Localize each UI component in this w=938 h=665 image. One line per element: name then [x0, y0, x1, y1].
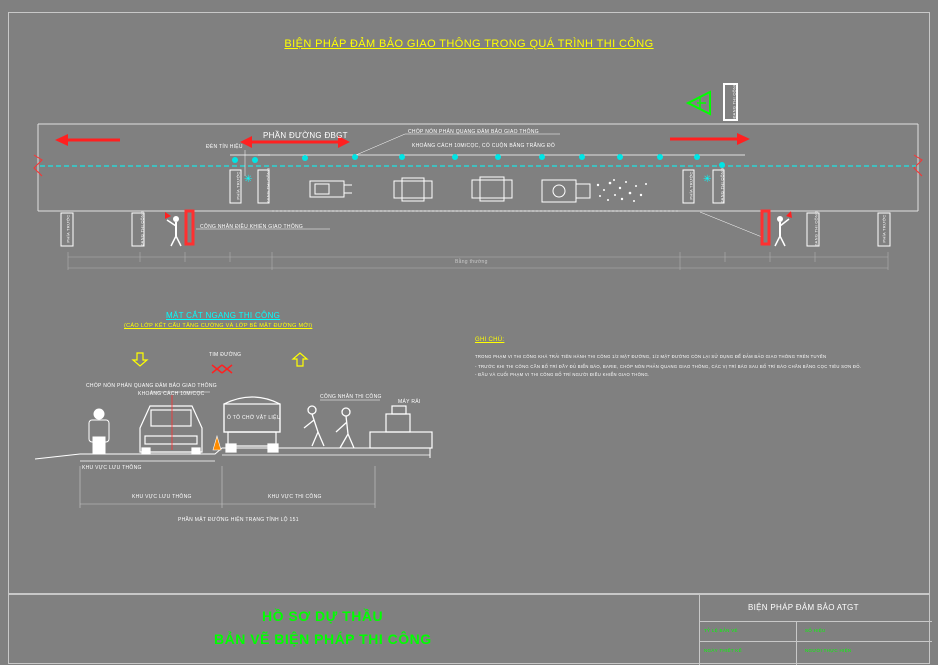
truck-icon	[223, 396, 281, 453]
flagman-icon	[760, 209, 792, 247]
centerline-label: TIM ĐƯỜNG	[209, 352, 242, 358]
sign-text: PHÍA TRƯỚC	[688, 171, 694, 200]
section-footnote: PHẦN MẶT ĐƯỜNG HIỆN TRẠNG TỈNH LỘ 151	[178, 517, 299, 523]
drawing-title: BIỆN PHÁP ĐẢM BẢO GIAO THÔNG TRONG QUÁ T…	[284, 38, 654, 50]
cone-spacing-label: KHOẢNG CÁCH 10M/CỌC, CÓ CUỘN BĂNG TRẮNG …	[412, 143, 556, 149]
sign-text: ĐANG THI CÔNG	[139, 210, 145, 247]
sign-text: PHÍA TRƯỚC	[235, 171, 241, 200]
direction-arrow-right	[670, 133, 750, 145]
construction-vehicles	[309, 176, 591, 203]
car-icon	[139, 405, 203, 455]
title-line-2: BẢN VẼ BIỆN PHÁP THI CÔNG	[214, 631, 432, 647]
notes-line: TRONG PHẠM VI THI CÔNG KHÁ TRẢI TIÊN HÀN…	[475, 354, 827, 359]
title-cell: SỐ HIỆU	[805, 628, 826, 633]
title-line-1: HỒ SƠ DỰ THẦU	[262, 608, 384, 624]
zone-work-label: KHU VỰC THI CÔNG	[268, 494, 322, 500]
notes-heading: GHI CHÚ:	[475, 337, 505, 343]
drawing-frame	[8, 12, 930, 594]
section-title: MẶT CẮT NGANG THI CÔNG	[166, 311, 281, 320]
notes-line: - TRƯỚC KHI THI CÔNG CẦN BỐ TRÍ ĐẦY ĐỦ B…	[475, 364, 862, 369]
warning-light-icon: ✳	[244, 174, 252, 185]
section-subtitle: (CÁO LỚP KẾT CẤU TĂNG CƯỜNG VÀ LỚP BÊ MẶ…	[124, 323, 313, 329]
section-cone-label: CHÓP NÓN PHẢN QUANG ĐẢM BẢO GIAO THÔNG	[86, 383, 217, 389]
machine-label: MÁY RẢI	[398, 399, 421, 405]
warning-light-icon: ✳	[703, 174, 711, 185]
worker-icon	[335, 407, 355, 449]
dimension-line	[67, 252, 889, 270]
sheet-title: BIỆN PHÁP ĐẢM BẢO ATGT	[748, 603, 859, 612]
sign-text: ĐANG THI CÔNG	[813, 210, 819, 247]
title-cell: NGƯỜI THỰC HIỆN	[805, 648, 852, 653]
cone-note-label: CHÓP NÓN PHẢN QUANG ĐẢM BẢO GIAO THÔNG	[408, 129, 539, 135]
zone-traffic-label: KHU VỰC LƯU THÔNG	[132, 494, 192, 500]
warning-light-label: ĐÈN TÍN HIỆU	[206, 144, 243, 150]
centerline-marker	[211, 364, 233, 374]
sign-text: ĐANG THI CÔNG	[265, 167, 271, 204]
plan-view: ✳ ✳	[33, 83, 923, 270]
notes-line: - ĐẦU VÀ CUỐI PHẠM VI THI CÔNG BỐ TRÍ NG…	[475, 372, 650, 377]
traffic-cone-row	[232, 154, 725, 168]
road-signs	[60, 83, 891, 247]
warning-triangle-icon	[685, 90, 711, 116]
flagman-icon	[165, 209, 195, 247]
title-block-info	[699, 595, 932, 665]
truck-label: Ô TÔ CHỞ VẬT LIỆU	[227, 415, 281, 421]
direction-arrow-double	[240, 136, 350, 148]
direction-arrow-left	[55, 134, 120, 146]
cross-section-view	[34, 352, 433, 508]
flagman-label: CÔNG NHÂN ĐIỀU KHIỂN GIAO THÔNG	[200, 224, 304, 230]
title-cell: TỶ LỆ BẢN VẼ	[704, 628, 738, 633]
traffic-cone-icon	[212, 434, 222, 451]
paver-icon	[369, 405, 433, 449]
paving-debris	[596, 179, 647, 202]
road-width-label: Bằng thường	[455, 259, 488, 265]
title-cell: NGÀY THIẾT KẾ	[704, 648, 742, 653]
sign-text: ĐANG THI CÔNG	[731, 82, 737, 119]
zone-traffic-small-label: KHU VỰC LƯU THÔNG	[82, 465, 142, 471]
worker-icon	[303, 405, 325, 447]
sign-text: PHÍA TRƯỚC	[881, 214, 887, 243]
sign-text: ĐANG THI CÔNG	[719, 167, 725, 204]
road-half-label: PHẦN ĐƯỜNG ĐBGT	[263, 131, 348, 140]
motorbike-icon	[88, 408, 110, 454]
section-cone-spacing-label: KHOẢNG CÁCH 10M/CỌC	[138, 391, 205, 397]
workers-label: CÔNG NHÂN THI CÔNG	[320, 394, 382, 400]
sign-text: PHÍA TRƯỚC	[65, 214, 71, 243]
